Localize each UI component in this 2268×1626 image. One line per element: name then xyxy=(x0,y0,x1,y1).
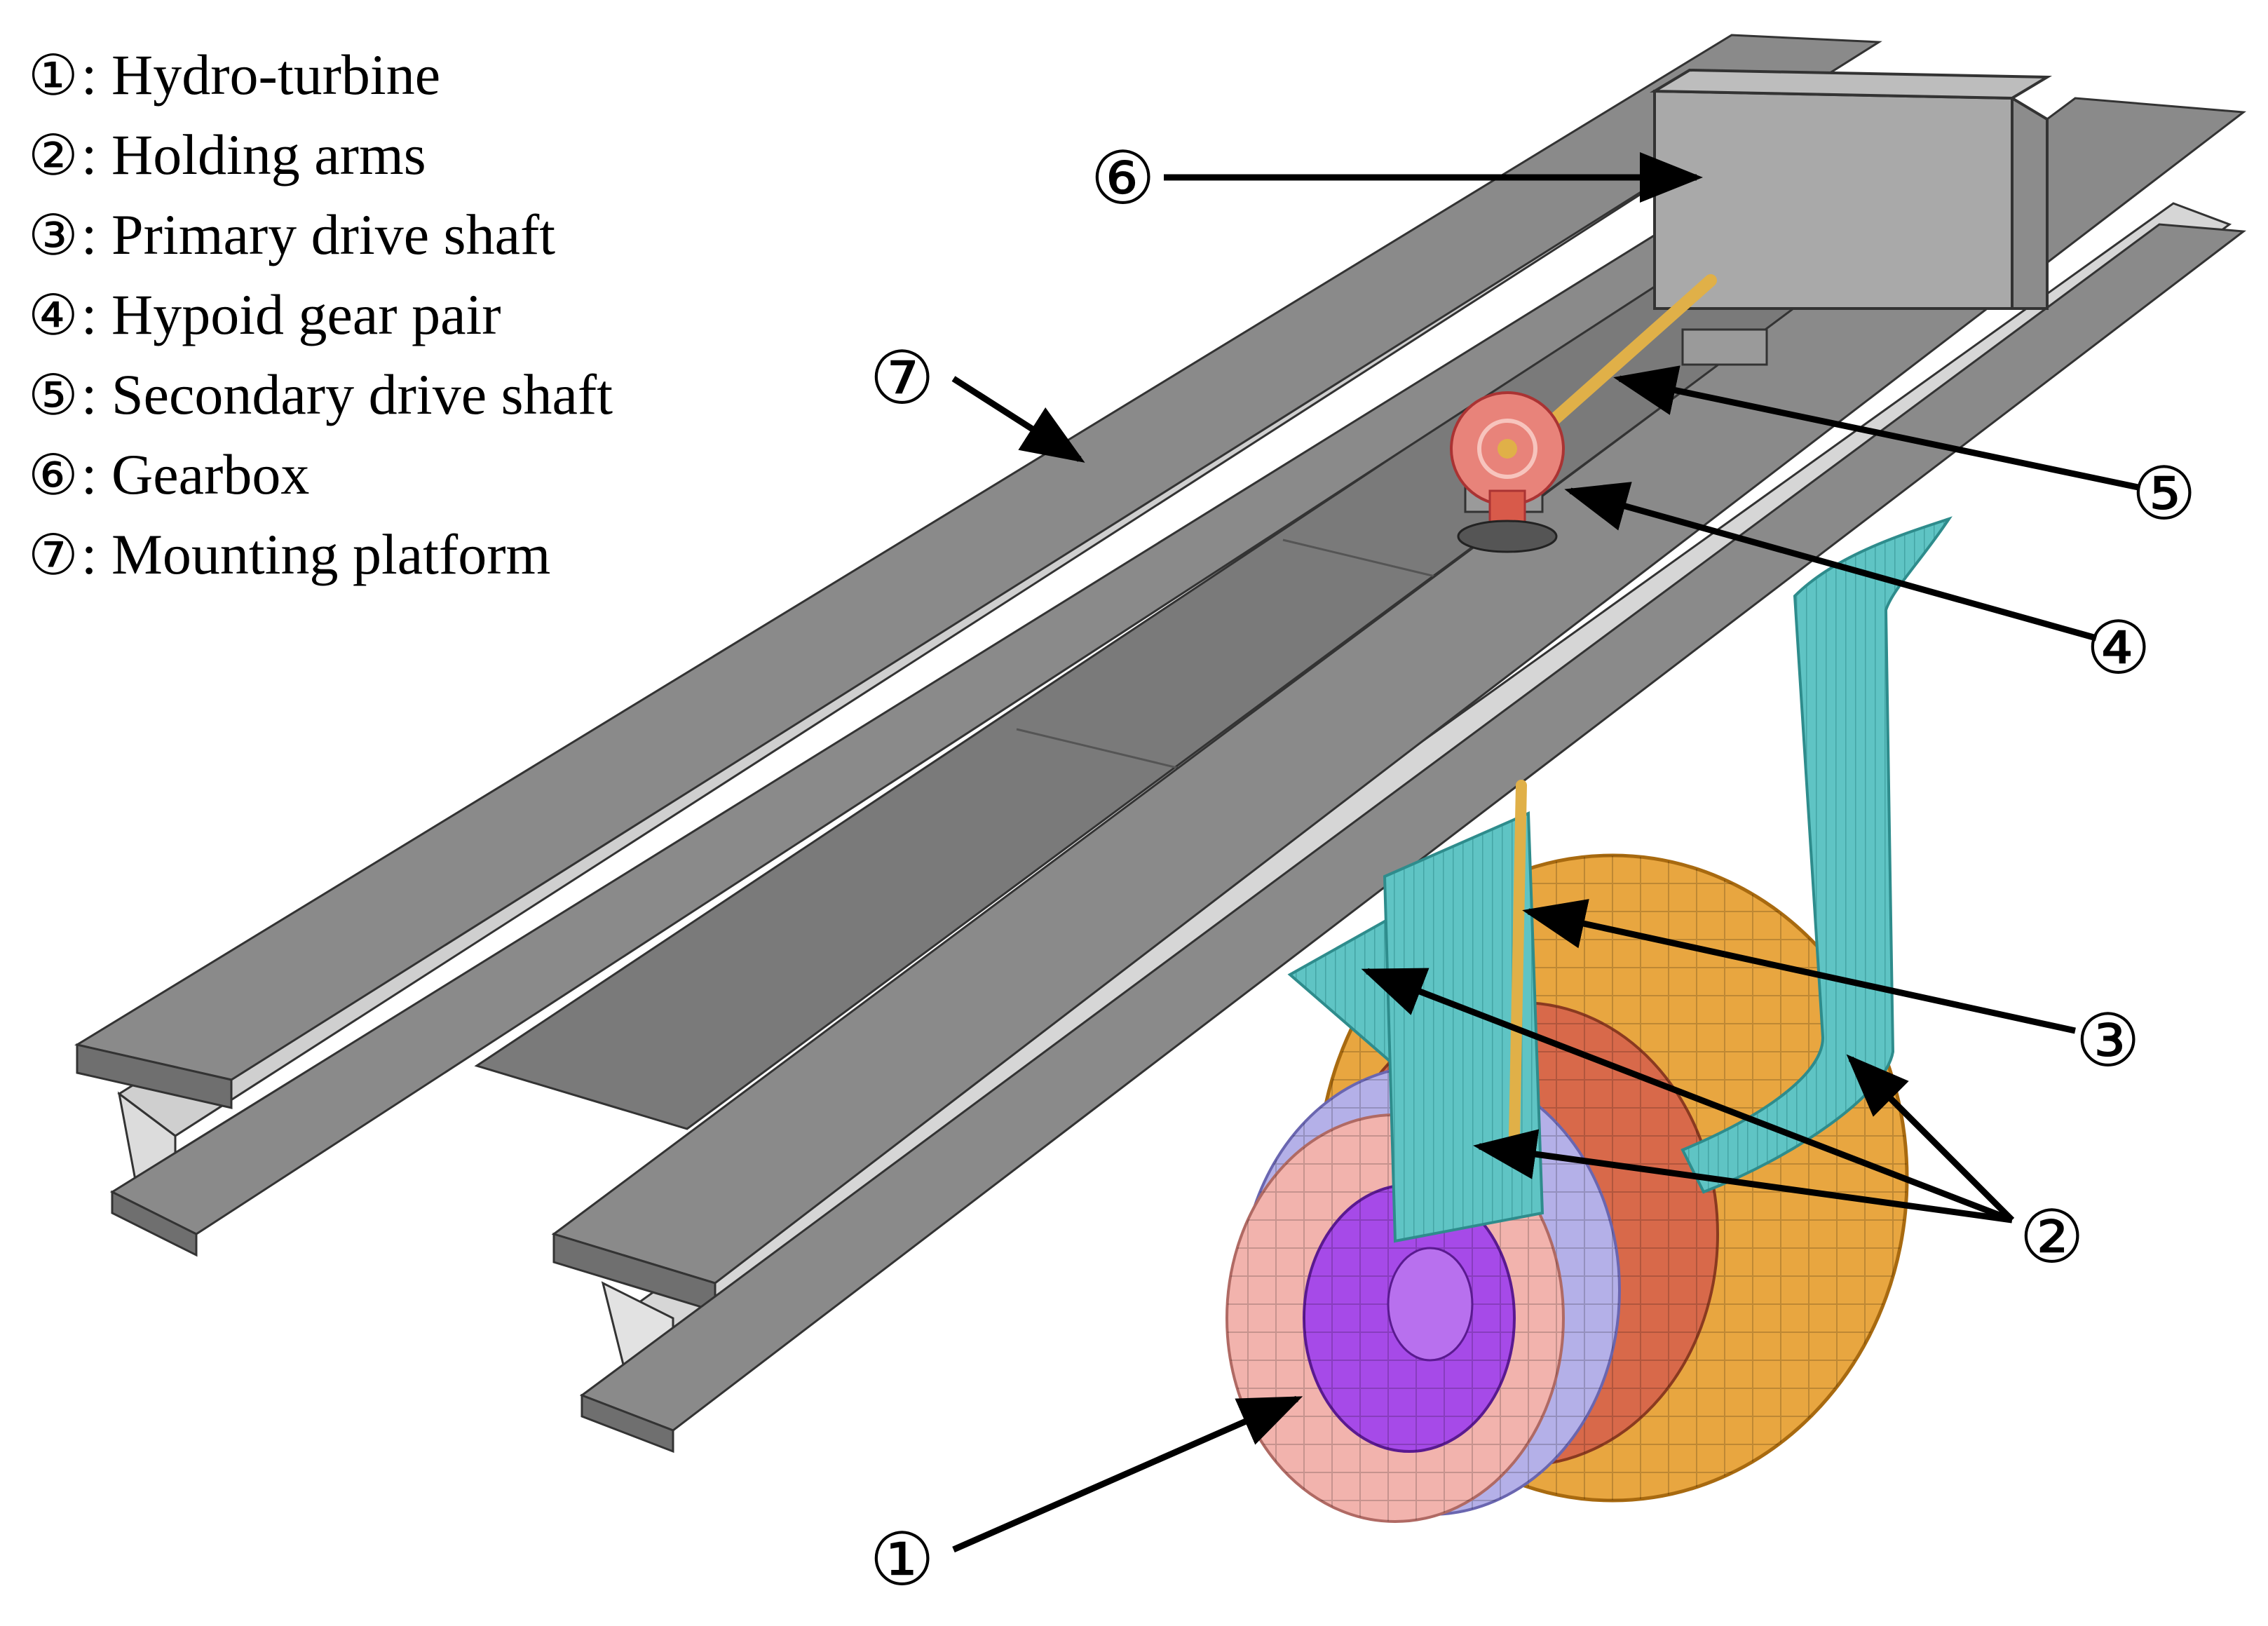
component-legend: ①: Hydro-turbine ②: Holding arms ③: Prim… xyxy=(28,35,613,595)
legend-number: ① xyxy=(28,42,79,108)
leader-lines xyxy=(951,152,2139,1553)
legend-number: ② xyxy=(28,122,79,188)
callout-arms: ② xyxy=(2019,1194,2084,1280)
legend-item: ⑤: Secondary drive shaft xyxy=(28,355,613,435)
legend-label: : Hydro-turbine xyxy=(81,43,441,107)
legend-label: : Mounting platform xyxy=(81,522,551,586)
legend-number: ③ xyxy=(28,202,79,268)
legend-item: ③: Primary drive shaft xyxy=(28,195,613,275)
legend-number: ⑤ xyxy=(28,362,79,428)
hypoid-gear-pair xyxy=(1450,391,1565,553)
callout-gearbox: ⑥ xyxy=(1090,135,1155,221)
legend-item: ⑥: Gearbox xyxy=(28,435,613,515)
mounting-platform xyxy=(74,34,2247,1454)
legend-item: ①: Hydro-turbine xyxy=(28,35,613,115)
gearbox xyxy=(1650,68,2052,366)
legend-item: ⑦: Mounting platform xyxy=(28,515,613,595)
callout-gear-pair: ④ xyxy=(2086,605,2151,691)
legend-item: ②: Holding arms xyxy=(28,115,613,195)
left-i-beam xyxy=(74,34,1882,1257)
primary-drive-shaft xyxy=(1509,780,1527,1141)
legend-label: : Hypoid gear pair xyxy=(81,283,501,346)
legend-label: : Holding arms xyxy=(81,123,426,187)
callout-platform: ⑦ xyxy=(869,335,935,421)
legend-item: ④: Hypoid gear pair xyxy=(28,275,613,355)
legend-label: : Primary drive shaft xyxy=(81,203,556,266)
callout-secondary-shaft: ⑤ xyxy=(2131,451,2196,536)
legend-number: ④ xyxy=(28,282,79,348)
legend-number: ⑥ xyxy=(28,442,79,508)
legend-number: ⑦ xyxy=(28,522,79,588)
callout-turbine: ① xyxy=(869,1517,935,1602)
callout-primary-shaft: ③ xyxy=(2075,998,2140,1083)
legend-label: : Gearbox xyxy=(81,442,310,506)
right-i-beam xyxy=(551,97,2247,1454)
legend-label: : Secondary drive shaft xyxy=(81,363,613,426)
